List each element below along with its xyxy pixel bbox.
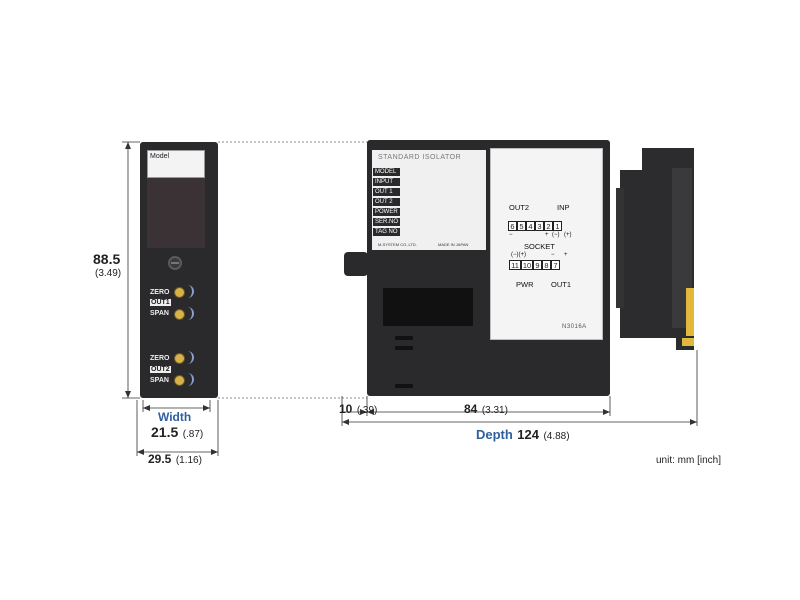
out2-label: OUT2 xyxy=(150,366,171,373)
terminal-number: 10 xyxy=(521,260,533,270)
height-dim-inch: (3.49) xyxy=(95,268,122,279)
terminal-pwr-label: PWR xyxy=(516,280,534,289)
vent-slot xyxy=(395,336,413,340)
body-depth-inch: (3.31) xyxy=(481,405,508,416)
terminal-top-row: 6 5 4 3 2 1 xyxy=(508,221,562,231)
panel-row: MODEL xyxy=(373,168,401,176)
panel-row: OUT 1 xyxy=(373,188,401,196)
out1-span-arc xyxy=(181,307,194,320)
vent-slot xyxy=(395,346,413,350)
terminal-sign: (+) xyxy=(564,232,572,238)
depth-dim: Depth 124 (4.88) xyxy=(476,426,570,444)
height-dim-mm: 88.5 xyxy=(93,251,121,267)
part-code: N3016A xyxy=(562,324,587,330)
panel-row: OUT 2 xyxy=(373,198,401,206)
front-screw-slot xyxy=(171,262,179,264)
terminal-number: 3 xyxy=(535,221,544,231)
side-window xyxy=(383,288,473,326)
made-in-text: MADE IN JAPAN xyxy=(438,242,469,247)
terminal-sign: (−)(+) xyxy=(511,252,526,258)
terminal-number: 9 xyxy=(533,260,542,270)
socket-label: SOCKET xyxy=(524,242,555,251)
out2-zero-arc xyxy=(181,351,194,364)
depth-label: Depth xyxy=(476,427,513,442)
terminal-sign: + xyxy=(545,232,549,238)
terminal-out2-label: OUT2 xyxy=(509,203,530,212)
depth-mm: 124 xyxy=(517,427,539,442)
side-screw xyxy=(344,252,368,276)
vent-slot xyxy=(395,384,413,388)
terminal-sign: − xyxy=(509,232,513,238)
width-label: Width xyxy=(158,410,192,424)
model-label-text: Model xyxy=(150,153,170,160)
model-label-box xyxy=(147,150,205,178)
unit-note: unit: mm [inch] xyxy=(656,455,722,466)
out1-label: OUT1 xyxy=(150,299,171,306)
out1-span-label: SPAN xyxy=(150,310,169,317)
terminal-inp-label: INP xyxy=(557,203,570,212)
terminal-number: 11 xyxy=(509,260,521,270)
terminal-number: 4 xyxy=(526,221,535,231)
width-dim: 21.5 (.87) xyxy=(151,424,203,442)
terminal-number: 7 xyxy=(551,260,560,270)
terminal-number: 5 xyxy=(517,221,526,231)
maker-text: M-SYSTEM CO.,LTD. xyxy=(378,242,417,247)
terminal-number: 2 xyxy=(544,221,553,231)
out2-zero-label: ZERO xyxy=(150,355,170,362)
out2-span-arc xyxy=(181,373,194,386)
terminal-sign: − xyxy=(551,252,555,258)
offset-dim: 10 (.39) xyxy=(339,400,377,418)
width-dim-mm: 21.5 xyxy=(151,424,179,440)
terminal-sign: (−) xyxy=(552,232,560,238)
panel-row: POWER xyxy=(373,208,401,216)
terminal-label-panel xyxy=(490,148,603,340)
terminal-number: 8 xyxy=(542,260,551,270)
offset-inch: (.39) xyxy=(356,405,378,416)
overall-width-inch: (1.16) xyxy=(175,455,202,466)
depth-inch: (4.88) xyxy=(543,431,570,442)
terminal-number: 1 xyxy=(553,221,562,231)
out1-zero-arc xyxy=(181,285,194,298)
panel-row: INPUT xyxy=(373,178,401,186)
out2-span-label: SPAN xyxy=(150,377,169,384)
panel-row: SER.NO xyxy=(373,218,401,226)
overall-width-dim: 29.5 (1.16) xyxy=(148,450,202,468)
terminal-number: 6 xyxy=(508,221,517,231)
panel-row: TAG NO xyxy=(373,228,401,236)
overall-width-mm: 29.5 xyxy=(148,452,172,466)
terminal-out1-label: OUT1 xyxy=(551,280,572,289)
body-depth-mm: 84 xyxy=(464,402,478,416)
terminal-sign: + xyxy=(564,252,568,258)
din-rail-socket xyxy=(616,148,694,350)
offset-mm: 10 xyxy=(339,402,353,416)
panel-title: STANDARD ISOLATOR xyxy=(378,154,462,161)
terminal-bottom-row: 11 10 9 8 7 xyxy=(509,260,560,270)
panel-rows: MODEL INPUT OUT 1 OUT 2 POWER SER.NO TAG… xyxy=(373,168,401,236)
body-depth-dim: 84 (3.31) xyxy=(464,400,508,418)
out1-zero-label: ZERO xyxy=(150,289,170,296)
width-dim-inch: (.87) xyxy=(182,429,204,440)
